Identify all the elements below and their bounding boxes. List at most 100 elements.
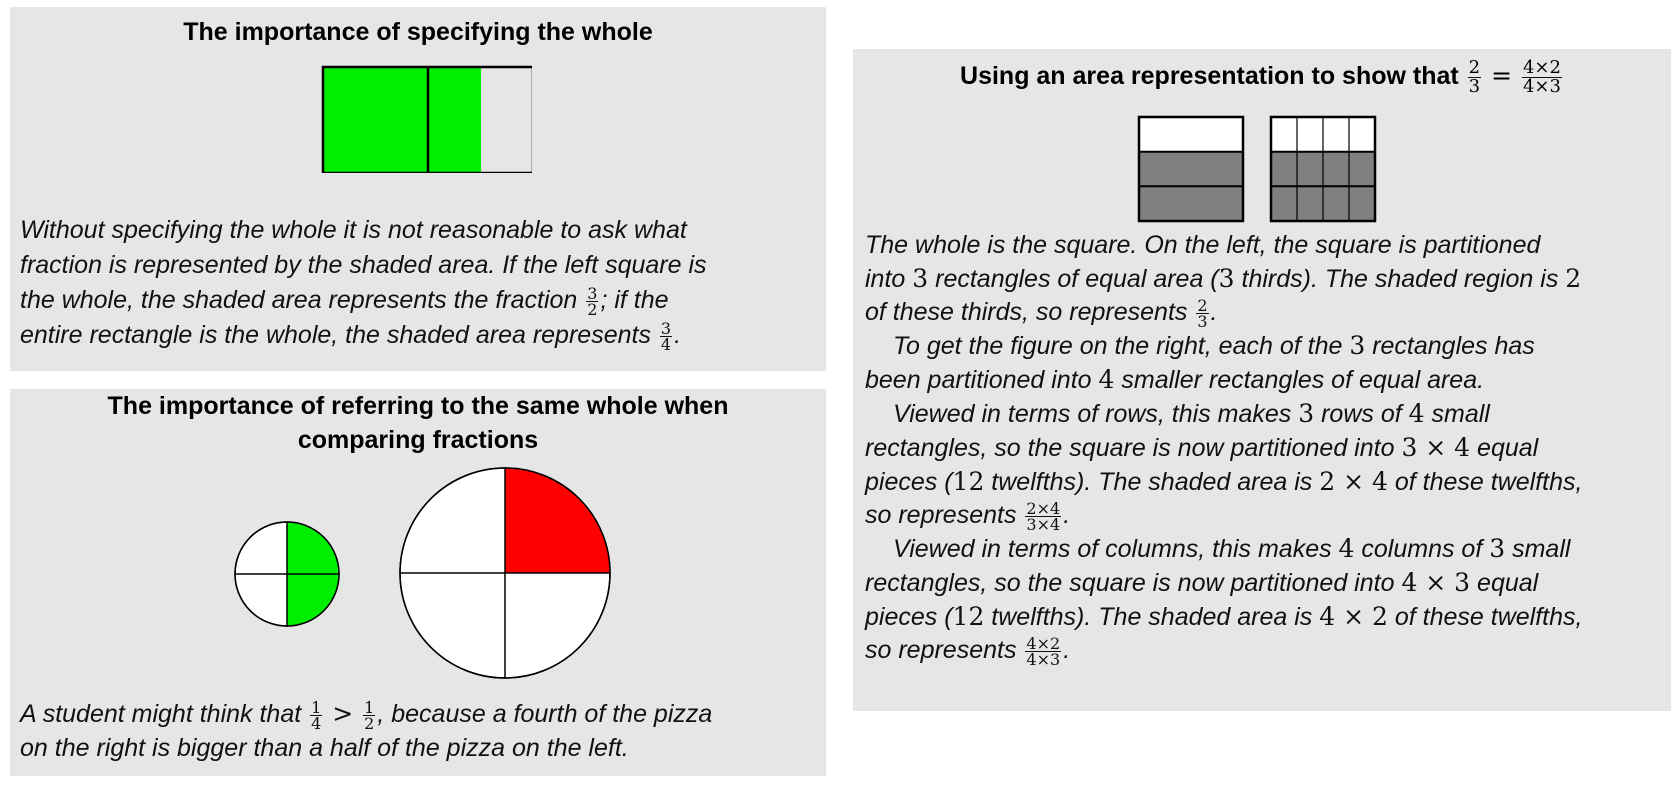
text-span: equal: [1470, 569, 1539, 597]
panel-area-representation: Using an area representation to show tha…: [853, 49, 1671, 711]
text-span: twelfths). The shaded area is: [984, 603, 1320, 631]
number: 2: [1565, 264, 1582, 293]
text-span: pieces (: [865, 603, 953, 631]
number: 4: [1408, 399, 1425, 428]
text-span: of these twelfths,: [1387, 603, 1583, 631]
text-span: of these thirds, so represents: [865, 298, 1195, 326]
text-span: pieces (: [865, 468, 953, 496]
text-span: entire rectangle is the whole, the shade…: [20, 321, 658, 349]
pizzas-figure: [234, 467, 611, 679]
text-span: columns of: [1354, 535, 1490, 563]
number: 4: [1098, 365, 1115, 394]
text-span: equal: [1470, 434, 1539, 462]
equals-sign: =: [1483, 61, 1520, 91]
text-line: entire rectangle is the whole, the shade…: [20, 318, 820, 353]
rectangle-figure: [321, 65, 532, 173]
text-span: small: [1505, 535, 1571, 563]
denominator: 2: [587, 299, 598, 319]
text-span: so represents: [865, 501, 1024, 529]
text-line: on the right is bigger than a half of th…: [20, 734, 629, 762]
text-span: the whole, the shaded area represents th…: [20, 286, 585, 314]
numerator: 4×2: [1521, 57, 1562, 78]
text-span: so represents: [865, 636, 1024, 664]
text-span: .: [1210, 298, 1218, 326]
denominator: 3: [1468, 76, 1481, 97]
text-span: To get the figure on the right, each of …: [893, 332, 1350, 360]
large-pizza-shaded-quarter: [505, 468, 610, 573]
number: 3: [1349, 331, 1366, 360]
right-square: [1269, 115, 1377, 223]
text-line: rectangles, so the square is now partiti…: [865, 431, 1665, 465]
product: 4 × 2: [1319, 602, 1388, 631]
text-span: A student might think that: [20, 700, 309, 728]
numerator: 3: [586, 283, 599, 303]
product: 2 × 4: [1319, 467, 1388, 496]
number: 3: [912, 264, 929, 293]
panel-body-text: Without specifying the whole it is not r…: [20, 213, 820, 353]
text-span: rows of: [1314, 400, 1409, 428]
numerator: 2: [1196, 295, 1209, 315]
text-span: rectangles of equal area (: [928, 265, 1219, 293]
denominator: 4×3: [1522, 76, 1561, 97]
numerator: 4×2: [1025, 633, 1062, 653]
text-line: into 3 rectangles of equal area (3 third…: [865, 262, 1665, 296]
text-line: rectangles, so the square is now partiti…: [865, 566, 1665, 600]
number: 3: [1218, 264, 1235, 293]
text-span: rectangles has: [1365, 332, 1535, 360]
number: 12: [952, 602, 985, 631]
shaded-area: [323, 67, 481, 173]
number: 3: [1298, 399, 1315, 428]
panel-body-text: The whole is the square. On the left, th…: [865, 229, 1665, 667]
text-span: , because a fourth of the pizza: [377, 700, 713, 728]
title-line: The importance of referring to the same …: [107, 392, 729, 420]
text-line: To get the figure on the right, each of …: [865, 329, 1665, 363]
text-span: .: [1063, 636, 1071, 664]
text-span: rectangles, so the square is now partiti…: [865, 569, 1402, 597]
text-line: Viewed in terms of columns, this makes 4…: [865, 532, 1665, 566]
denominator: 4: [660, 334, 672, 354]
text-line: pieces (12 twelfths). The shaded area is…: [865, 465, 1665, 499]
title-text: Using an area representation to show tha…: [960, 62, 1466, 91]
numerator: 1: [310, 697, 323, 717]
numerator: 2: [1467, 57, 1482, 78]
text-span: ; if the: [600, 286, 669, 314]
text-span: twelfths). The shaded area is: [984, 468, 1320, 496]
text-span: smaller rectangles of equal area.: [1114, 366, 1485, 394]
product: 3 × 4: [1401, 433, 1471, 462]
panel-title: The importance of referring to the same …: [10, 389, 826, 457]
text-line: pieces (12 twelfths). The shaded area is…: [865, 600, 1665, 634]
number: 12: [952, 467, 985, 496]
numerator: 2×4: [1025, 498, 1062, 518]
text-span: of these twelfths,: [1387, 468, 1583, 496]
text-span: Viewed in terms of columns, this makes: [893, 535, 1339, 563]
panel-specifying-whole: The importance of specifying the whole W…: [10, 7, 826, 371]
title-line: comparing fractions: [297, 426, 539, 454]
numerator: 3: [659, 318, 673, 338]
text-line: the whole, the shaded area represents th…: [20, 283, 820, 318]
text-span: small: [1424, 400, 1490, 428]
number: 4: [1338, 534, 1355, 563]
small-pizza: [234, 521, 340, 627]
denominator: 3×4: [1026, 514, 1061, 534]
panel-title: Using an area representation to show tha…: [853, 59, 1671, 96]
numerator: 1: [363, 697, 376, 717]
left-square: [1137, 115, 1245, 223]
text-span: .: [1063, 501, 1071, 529]
text-line: The whole is the square. On the left, th…: [865, 231, 1541, 259]
text-span: .: [674, 321, 682, 349]
text-span: been partitioned into: [865, 366, 1099, 394]
text-line: Without specifying the whole it is not r…: [20, 216, 687, 244]
text-line: Viewed in terms of rows, this makes 3 ro…: [865, 397, 1665, 431]
